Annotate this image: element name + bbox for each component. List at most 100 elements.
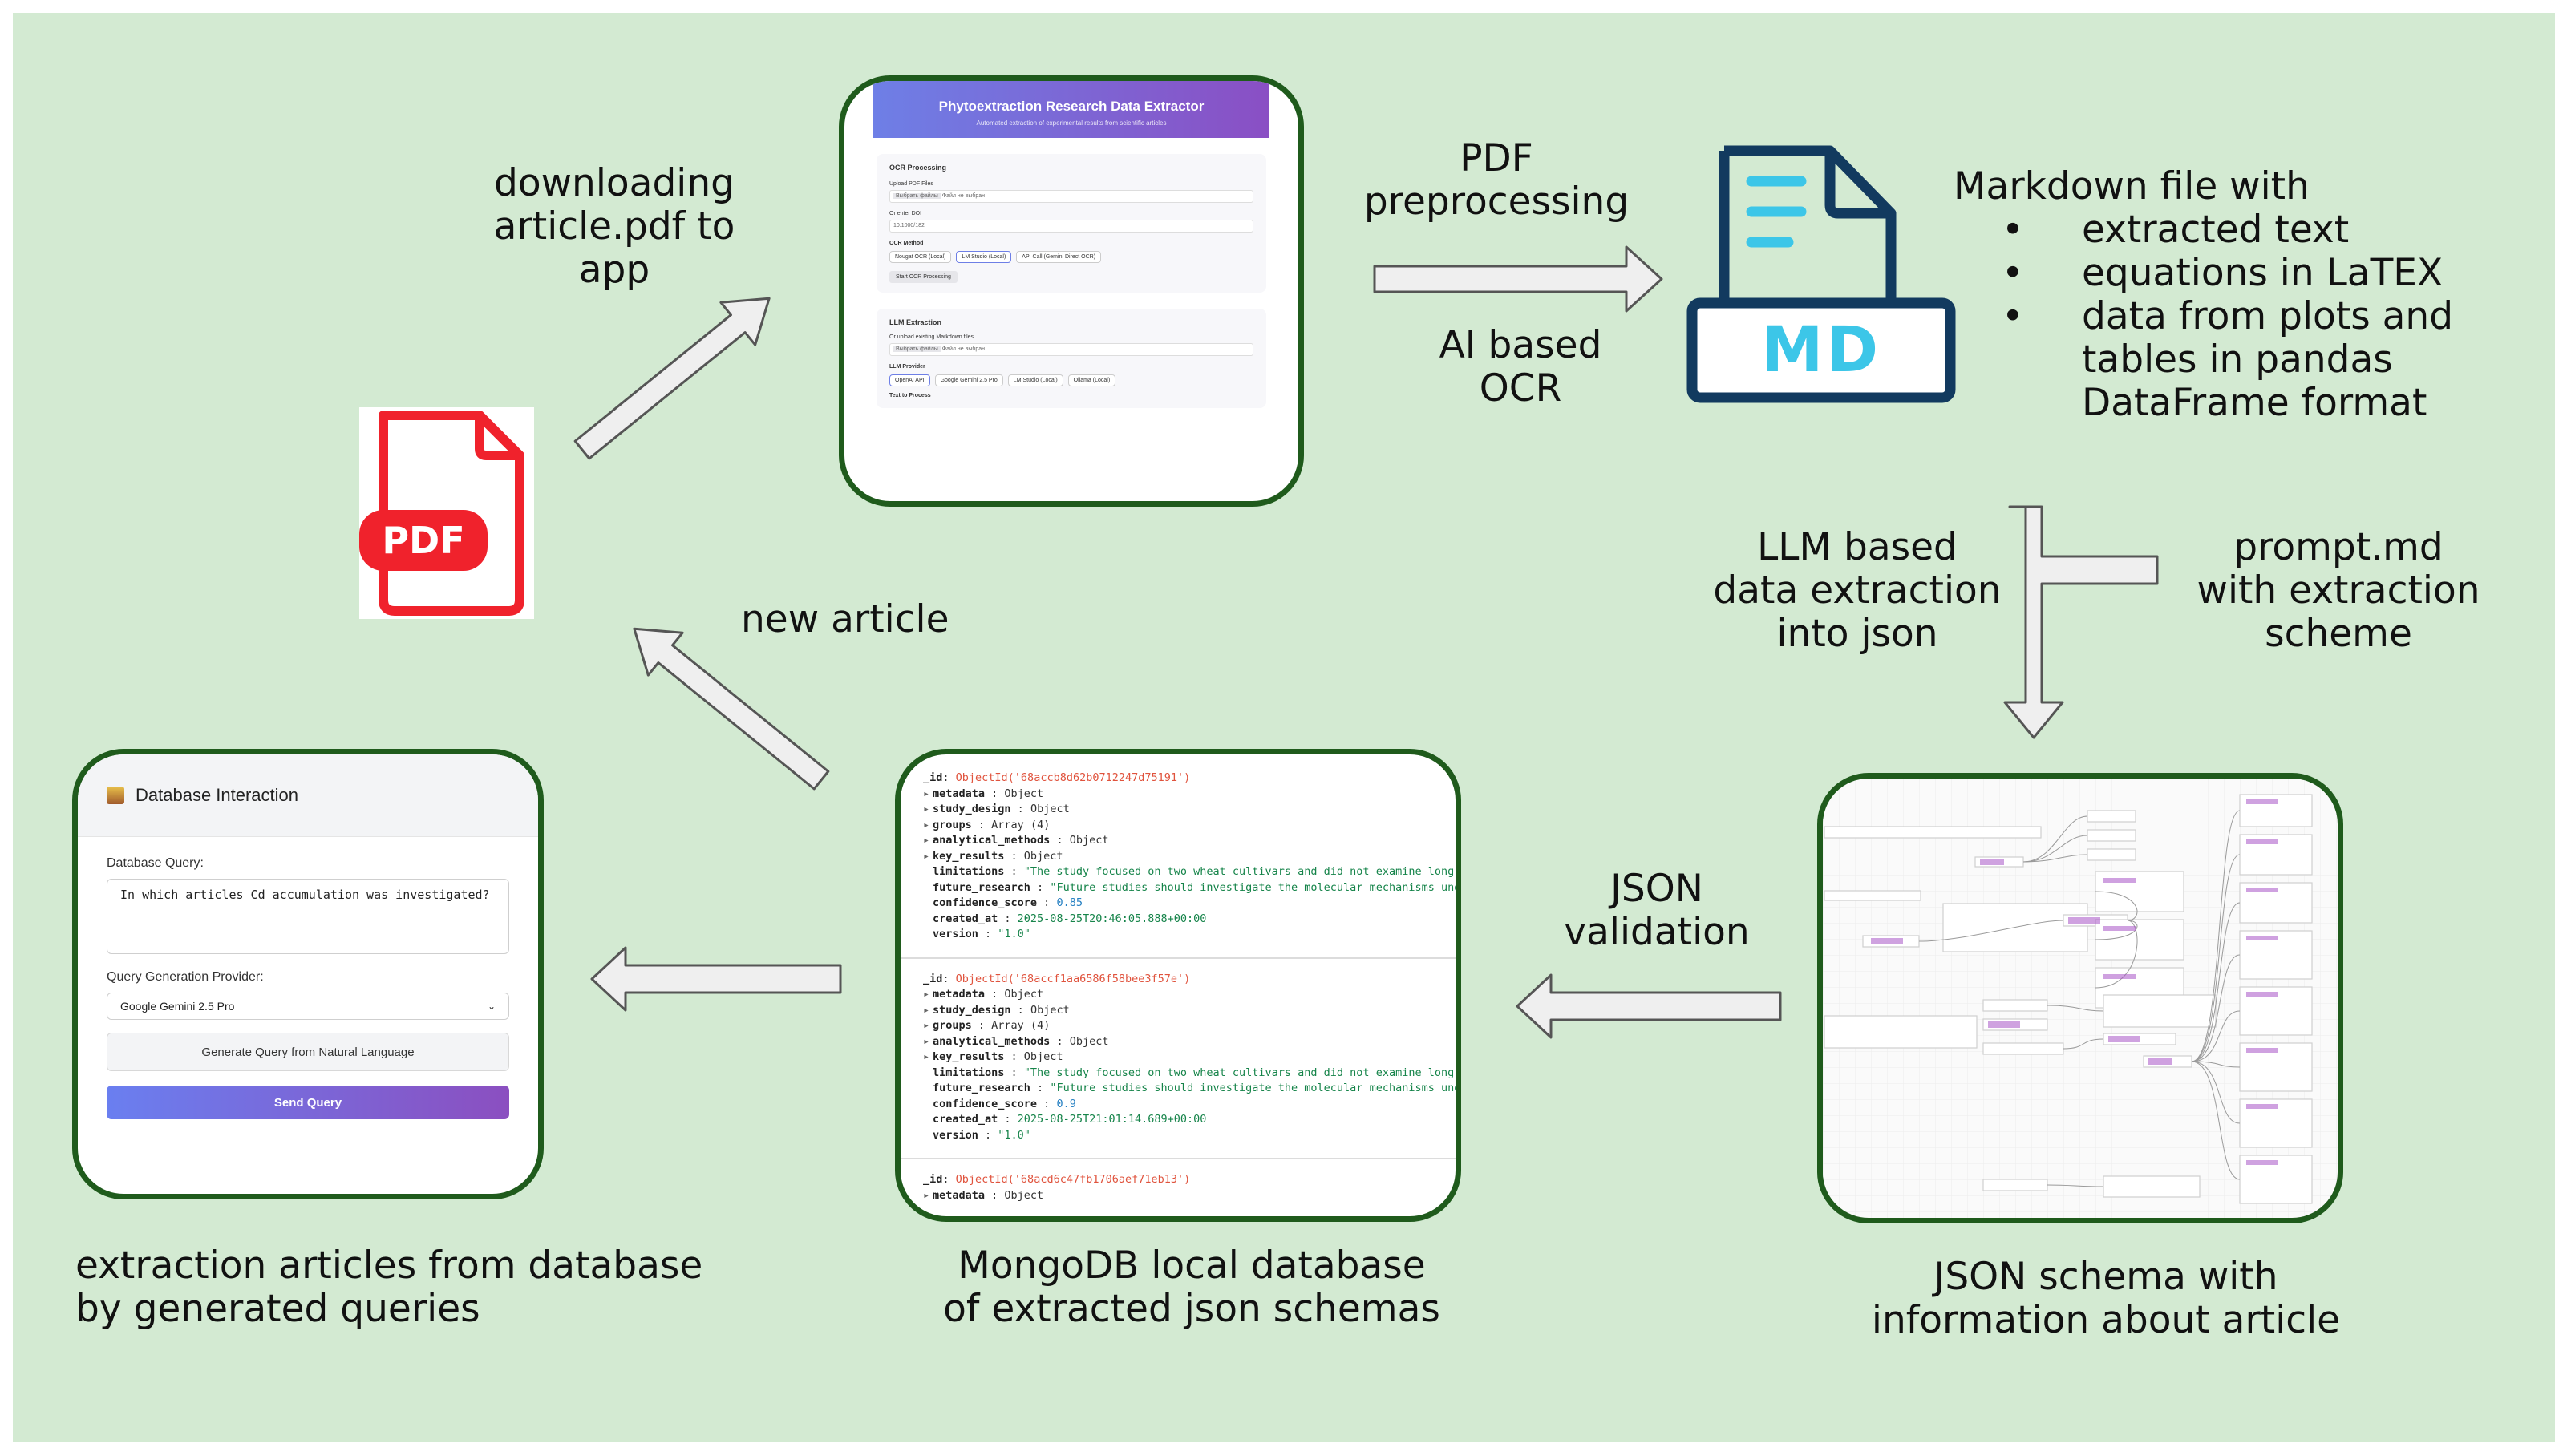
doc-id: ObjectId('68acd6c47fb1706aef71eb13') — [955, 1173, 1191, 1186]
doi-input[interactable]: 10.1000/182 — [889, 220, 1253, 233]
label-line: downloading — [494, 161, 735, 205]
mongo-document: _id: ObjectId('68accb8d62b0712247d75191'… — [901, 754, 1456, 943]
doc-field-value: Object — [1004, 1188, 1044, 1202]
llm-provider-label: LLM Provider — [889, 364, 925, 370]
doc-field-value: Object — [1004, 988, 1044, 1001]
bullet-text: data from plots and — [2082, 294, 2454, 338]
doc-field-value: Array (4) — [991, 818, 1051, 831]
bullet-text: tables in pandas — [2082, 338, 2393, 382]
ocr-method-options: Nougat OCR (Local) LM Studio (Local) API C… — [889, 251, 1253, 263]
label-line: information about article — [1871, 1298, 2341, 1342]
label-line: prompt.md — [2233, 525, 2444, 569]
doc-field-value: "1.0" — [998, 928, 1030, 940]
label-json-schema: JSON schema with information about artic… — [1825, 1256, 2387, 1342]
bullet-item: tables in pandas — [2082, 338, 2515, 382]
arrow-mongo-to-queries — [590, 946, 842, 1012]
arrow-json-validation — [1516, 973, 1782, 1039]
file-input[interactable]: Выбрать файлы Файл не выбран — [889, 190, 1253, 203]
markdown-bullet-list: •extracted text •equations in LaTEX •dat… — [1954, 208, 2515, 425]
label-line: extraction articles from database — [75, 1244, 703, 1288]
ocr-option[interactable]: LM Studio (Local) — [956, 251, 1012, 263]
arrow-llm-extraction-down — [2003, 505, 2159, 739]
label-extraction-queries: extraction articles from database by gen… — [75, 1244, 797, 1331]
pdf-icon-text: PDF — [382, 519, 465, 562]
doc-field-value: Object — [1030, 1003, 1070, 1017]
db-header: Database Interaction — [78, 754, 538, 837]
db-title: Database Interaction — [136, 785, 299, 805]
md-file-input[interactable]: Выбрать файлы Файл не выбран — [889, 343, 1253, 356]
bullet-item: •equations in LaTEX — [2002, 251, 2444, 295]
ocr-method-label: OCR Method — [889, 241, 924, 246]
md-file-shape — [1686, 145, 1956, 403]
arrow-pdf-preprocessing — [1373, 245, 1663, 313]
label-line: validation — [1564, 910, 1750, 954]
doc-field-value: 0.85 — [1056, 896, 1083, 909]
md-upload-label: Or upload existing Markdown files — [889, 334, 974, 340]
mongo-document: _id: ObjectId('68acd6c47fb1706aef71eb13'… — [923, 1173, 1191, 1202]
label-line: PDF — [1460, 136, 1533, 180]
label-new-article: new article — [741, 597, 949, 641]
generate-query-button[interactable]: Generate Query from Natural Language — [107, 1033, 509, 1071]
label-line: with extraction — [2197, 568, 2480, 613]
chevron-down-icon: ⌄ — [487, 1001, 496, 1012]
file-choose-button[interactable]: Выбрать файлы — [893, 193, 941, 199]
doc-field-value: "The study focused on two wheat cultivar… — [1023, 1066, 1461, 1079]
doc-field-value: Object — [1023, 1050, 1063, 1063]
mongo-document: _id: ObjectId('68accf1aa6586f58bee3f57e'… — [901, 959, 1456, 1144]
label-prompt: prompt.md with extraction scheme — [2178, 526, 2499, 656]
pdf-file-shape — [359, 411, 524, 616]
arrow-download-to-app — [573, 297, 771, 460]
upload-label: Upload PDF Files — [889, 181, 933, 187]
llm-option[interactable]: OpenAI API — [889, 374, 930, 386]
doc-field-value: "1.0" — [998, 1128, 1030, 1142]
llm-option[interactable]: Ollama (Local) — [1067, 374, 1116, 386]
label-markdown: Markdown file with •extracted text •equa… — [1954, 165, 2515, 425]
label-pdf-preprocessing: PDF preprocessing — [1360, 137, 1633, 224]
label-line: data extraction — [1713, 568, 2002, 613]
label-line: preprocessing — [1363, 180, 1630, 224]
md-file-choose-button[interactable]: Выбрать файлы — [893, 346, 941, 352]
llm-section-title: LLM Extraction — [889, 318, 942, 326]
database-interaction-screenshot: Database Interaction Database Query: In … — [72, 749, 544, 1199]
llm-option[interactable]: LM Studio (Local) — [1007, 374, 1063, 386]
doc-field-value: Object — [1030, 803, 1070, 815]
start-ocr-button[interactable]: Start OCR Processing — [889, 271, 958, 283]
provider-select[interactable]: Google Gemini 2.5 Pro ⌄ — [107, 993, 509, 1020]
app-title: Phytoextraction Research Data Extractor — [938, 99, 1205, 114]
label-line: OCR — [1479, 366, 1562, 411]
doc-field-value: Array (4) — [991, 1019, 1051, 1032]
label-line: LLM based — [1757, 525, 1958, 569]
query-textarea[interactable]: In which articles Cd accumulation was in… — [107, 879, 509, 954]
ocr-option[interactable]: API Call (Gemini Direct OCR) — [1016, 251, 1102, 263]
label-json-validation: JSON validation — [1520, 868, 1793, 954]
doc-field-value: 2025-08-25T21:01:14.689+00:00 — [1017, 1113, 1207, 1126]
label-line: app — [578, 248, 650, 292]
markdown-title: Markdown file with — [1954, 164, 2310, 208]
bullet-text: equations in LaTEX — [2082, 251, 2444, 295]
bullet-text: extracted text — [2082, 208, 2350, 252]
llm-section: LLM Extraction Or upload existing Markdo… — [877, 309, 1266, 408]
bullet-item: •extracted text — [2002, 208, 2350, 252]
label-mongodb: MongoDB local database of extracted json… — [911, 1244, 1472, 1331]
label-llm-extraction: LLM based data extraction into json — [1697, 526, 2018, 656]
send-query-button[interactable]: Send Query — [107, 1086, 509, 1119]
app-header: Phytoextraction Research Data Extractor … — [873, 81, 1269, 138]
pdf-file-icon: PDF — [359, 407, 534, 619]
ocr-option[interactable]: Nougat OCR (Local) — [889, 251, 952, 263]
doc-field-value: Object — [1069, 1034, 1109, 1048]
label-line: JSON schema with — [1933, 1255, 2278, 1299]
doc-field-value: Object — [1004, 787, 1044, 800]
bullet-item: DataFrame format — [2082, 382, 2515, 425]
bullet-text: DataFrame format — [2082, 381, 2427, 425]
file-placeholder: Файл не выбран — [941, 193, 986, 199]
label-line: JSON — [1610, 867, 1703, 911]
bullet-item: •data from plots and — [2002, 294, 2454, 338]
label-line: of extracted json schemas — [943, 1287, 1440, 1331]
doc-id: ObjectId('68accf1aa6586f58bee3f57e') — [955, 972, 1191, 985]
md-icon-text: MD — [1760, 314, 1882, 386]
llm-option[interactable]: Google Gemini 2.5 Pro — [934, 374, 1003, 386]
markdown-file-icon: MD — [1681, 133, 1962, 414]
phyto-app-screenshot: Phytoextraction Research Data Extractor … — [839, 75, 1304, 507]
doc-field-value: 0.9 — [1056, 1097, 1076, 1110]
diagram-canvas: downloading article.pdf to app PDF prepr… — [13, 13, 2555, 1442]
